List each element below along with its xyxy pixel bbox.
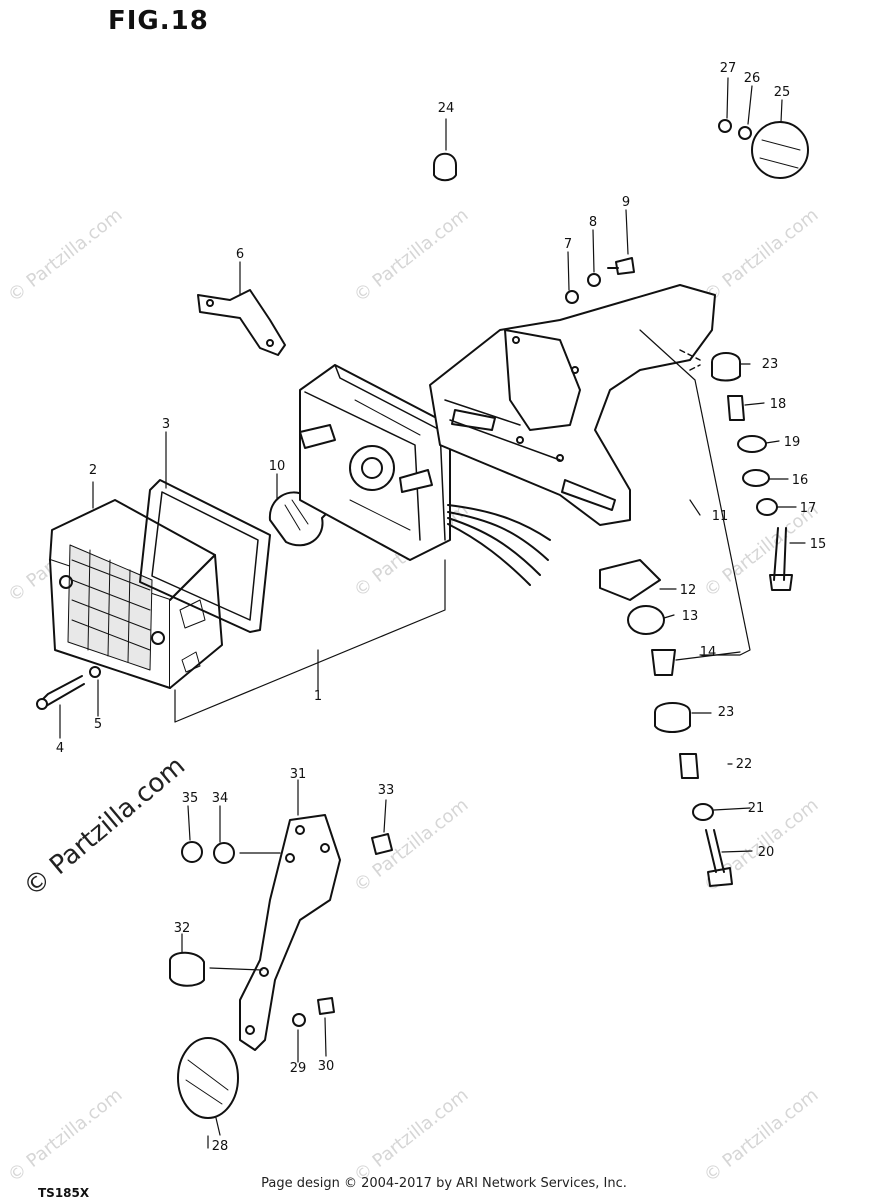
part-callout-35: 35 (182, 791, 199, 806)
bolt-9 (607, 257, 635, 275)
washer-27 (718, 119, 732, 133)
part-callout-13: 13 (682, 609, 699, 624)
part-callout-27: 27 (720, 61, 737, 76)
part-callout-33: 33 (378, 783, 395, 798)
part-callout-32: 32 (174, 921, 191, 936)
part-callout-12: 12 (680, 583, 697, 598)
part-callout-25: 25 (774, 85, 791, 100)
grommet-24 (433, 152, 457, 182)
nut-8 (587, 273, 601, 287)
part-callout-23: 23 (718, 705, 735, 720)
tail-lamp-lens (49, 499, 223, 689)
part-callout-5: 5 (94, 717, 102, 732)
part-callout-9: 9 (622, 195, 630, 210)
part-callout-11: 11 (712, 509, 729, 524)
wire-harness (447, 504, 551, 586)
part-callout-10: 10 (269, 459, 286, 474)
part-callout-29: 29 (290, 1061, 307, 1076)
part-callout-14: 14 (700, 645, 717, 660)
reflector-28 (177, 1037, 239, 1119)
nut-33 (371, 833, 393, 855)
part-callout-24: 24 (438, 101, 455, 116)
lamp-bracket (429, 284, 716, 526)
part-callout-26: 26 (744, 71, 761, 86)
part-callout-18: 18 (770, 397, 787, 412)
stack-parts (599, 352, 793, 887)
cap-32 (169, 951, 205, 987)
part-callout-23: 23 (762, 357, 779, 372)
part-callout-34: 34 (212, 791, 229, 806)
part-callout-31: 31 (290, 767, 307, 782)
part-callout-20: 20 (758, 845, 775, 860)
washer-29 (292, 1013, 306, 1027)
part-callout-6: 6 (236, 247, 244, 262)
part-callout-1: 1 (314, 689, 322, 704)
lamp-housing (299, 364, 451, 561)
part-callout-28: 28 (212, 1139, 229, 1154)
part-callout-8: 8 (589, 215, 597, 230)
figure-title: FIG.18 (108, 6, 209, 36)
lamp-gasket (139, 479, 271, 633)
washer-7 (565, 290, 579, 304)
nut-30 (317, 997, 335, 1015)
footer-copyright: Page design © 2004-2017 by ARI Network S… (261, 1176, 627, 1191)
part-callout-2: 2 (89, 463, 97, 478)
model-label: TS185X (38, 1186, 90, 1200)
part-callout-4: 4 (56, 741, 64, 756)
part-callout-16: 16 (792, 473, 809, 488)
reflector-25 (751, 121, 809, 179)
part-callout-7: 7 (564, 237, 572, 252)
washer-34 (213, 842, 235, 864)
part-callout-22: 22 (736, 757, 753, 772)
part-callout-15: 15 (810, 537, 827, 552)
washer (89, 666, 101, 678)
part-callout-21: 21 (748, 801, 765, 816)
part-callout-19: 19 (784, 435, 801, 450)
part-callout-30: 30 (318, 1059, 335, 1074)
part-callout-17: 17 (800, 501, 817, 516)
part-callout-3: 3 (162, 417, 170, 432)
nut-26 (738, 126, 752, 140)
lower-bracket (239, 814, 341, 1051)
bolt-35 (181, 841, 203, 863)
screw (41, 675, 85, 707)
